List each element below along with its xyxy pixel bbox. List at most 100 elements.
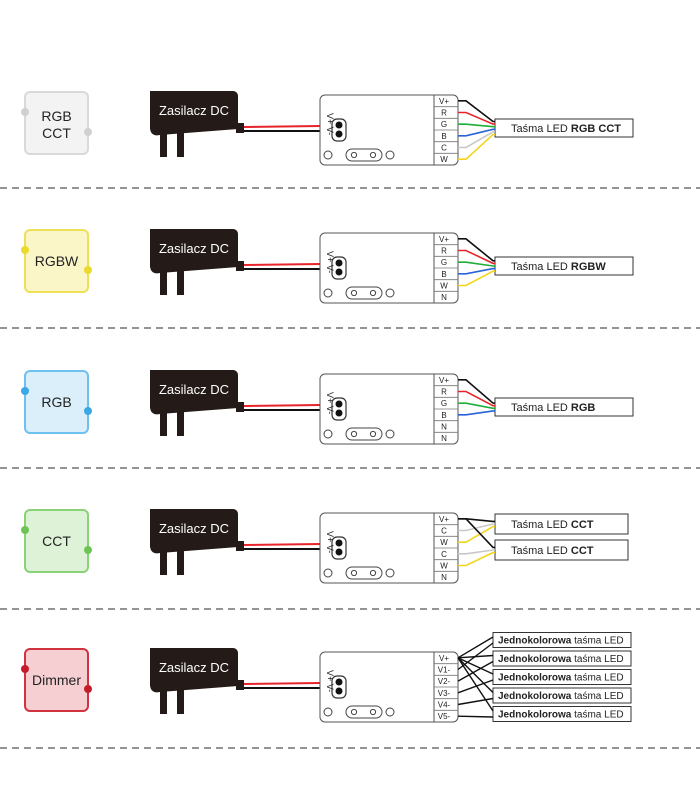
- controller-input-label: V+ V-: [325, 392, 335, 414]
- terminal-screw: [335, 130, 343, 138]
- terminal-screw: [335, 409, 343, 417]
- cable-strain-relief: [236, 402, 244, 412]
- cable-strain-relief: [236, 680, 244, 690]
- terminal-label: V1-: [438, 666, 451, 675]
- power-supply-label: Zasilacz DC: [159, 660, 229, 675]
- button-dot: [369, 151, 377, 159]
- led-strip-box: [492, 632, 632, 648]
- wire: [458, 128, 495, 137]
- power-supply-label: Zasilacz DC: [159, 521, 229, 536]
- terminal-label: V+: [439, 654, 449, 663]
- terminal-label: V3-: [438, 689, 451, 698]
- terminal-screw: [335, 259, 343, 267]
- plug-pin: [160, 551, 167, 575]
- power-supply-shadow: [150, 648, 238, 693]
- controller-input-label: V+ V-: [325, 251, 335, 273]
- input-terminal: [331, 118, 347, 142]
- wire: [458, 100, 495, 123]
- led-strip-label: Taśma LED RGBW: [511, 261, 606, 273]
- terminal-label: W: [440, 562, 448, 571]
- input-terminal: [331, 397, 347, 421]
- terminal-label: V4-: [438, 701, 451, 710]
- button-dot: [350, 151, 358, 159]
- dc-cable-positive: [243, 682, 321, 685]
- badge-dot: [84, 407, 92, 415]
- wire-negative: [457, 697, 494, 706]
- led-strip-box: [492, 650, 632, 667]
- power-supply-shadow: [150, 509, 238, 554]
- badge-dot: [21, 246, 29, 254]
- dc-cable-positive: [243, 404, 321, 407]
- plug-pin: [160, 271, 167, 295]
- led-strip-box: [494, 118, 634, 138]
- terminal-label: V2-: [438, 677, 451, 686]
- button-dot: [350, 430, 358, 438]
- badge-label: CCT: [42, 533, 71, 549]
- terminal-screw: [335, 687, 343, 695]
- terminal-label: N: [441, 293, 447, 302]
- led-strip-box: [492, 687, 632, 704]
- plug-pin: [177, 412, 184, 436]
- wire: [458, 131, 495, 149]
- terminal-label: N: [441, 573, 447, 582]
- terminal-label: R: [441, 388, 447, 397]
- wire: [458, 123, 495, 128]
- terminal-label: V+: [439, 97, 449, 106]
- terminal-label: V+: [439, 515, 449, 524]
- mode-badge: [24, 229, 89, 293]
- button-dot: [350, 708, 358, 716]
- controller-input-label: V+ V-: [325, 531, 335, 553]
- controller-hole: [385, 150, 395, 160]
- button-dot: [369, 708, 377, 716]
- badge-label: RGB: [41, 108, 71, 124]
- controller-hole: [385, 429, 395, 439]
- terminal-screw: [335, 400, 343, 408]
- mode-badge: [24, 370, 89, 434]
- wire-positive: [457, 654, 494, 659]
- input-terminal: [331, 256, 347, 280]
- led-strip-label: Taśma LED CCT: [511, 519, 594, 531]
- button-dot: [369, 289, 377, 297]
- badge-dot: [21, 526, 29, 534]
- plug-pin: [160, 690, 167, 714]
- wire: [458, 523, 495, 532]
- terminal-label: R: [441, 109, 447, 118]
- cable-strain-relief: [236, 123, 244, 133]
- wire-positive: [457, 657, 494, 693]
- wire-negative: [457, 715, 494, 718]
- wire-positive: [457, 657, 494, 712]
- badge-dot: [84, 546, 92, 554]
- terminal-label: N: [441, 423, 447, 432]
- terminal-label: N: [441, 434, 447, 443]
- badge-label: Dimmer: [32, 672, 81, 688]
- plug-pin: [160, 412, 167, 436]
- badge-dot: [21, 665, 29, 673]
- wire-negative: [457, 679, 494, 694]
- badge-label: RGBW: [35, 253, 79, 269]
- badge-dot: [21, 387, 29, 395]
- terminal-label: B: [441, 270, 446, 279]
- led-strip-label: Jednokolorowa taśma LED: [498, 710, 624, 721]
- terminal-label: G: [441, 399, 447, 408]
- controller-hole: [323, 568, 333, 578]
- controller-hole: [323, 288, 333, 298]
- cable-strain-relief: [236, 541, 244, 551]
- wire: [458, 390, 495, 407]
- badge-label: CCT: [42, 125, 71, 141]
- mode-badge: [24, 91, 89, 155]
- led-strip-box: [492, 669, 632, 685]
- plug-pin: [160, 133, 167, 157]
- wire: [458, 549, 495, 555]
- cable-strain-relief: [236, 261, 244, 271]
- button-dot: [369, 569, 377, 577]
- controller-hole: [323, 150, 333, 160]
- badge-dot: [84, 128, 92, 136]
- mode-badge: [24, 648, 89, 712]
- button-dot: [369, 430, 377, 438]
- controller-input-label: V+ V-: [325, 670, 335, 692]
- terminal-label: W: [440, 538, 448, 547]
